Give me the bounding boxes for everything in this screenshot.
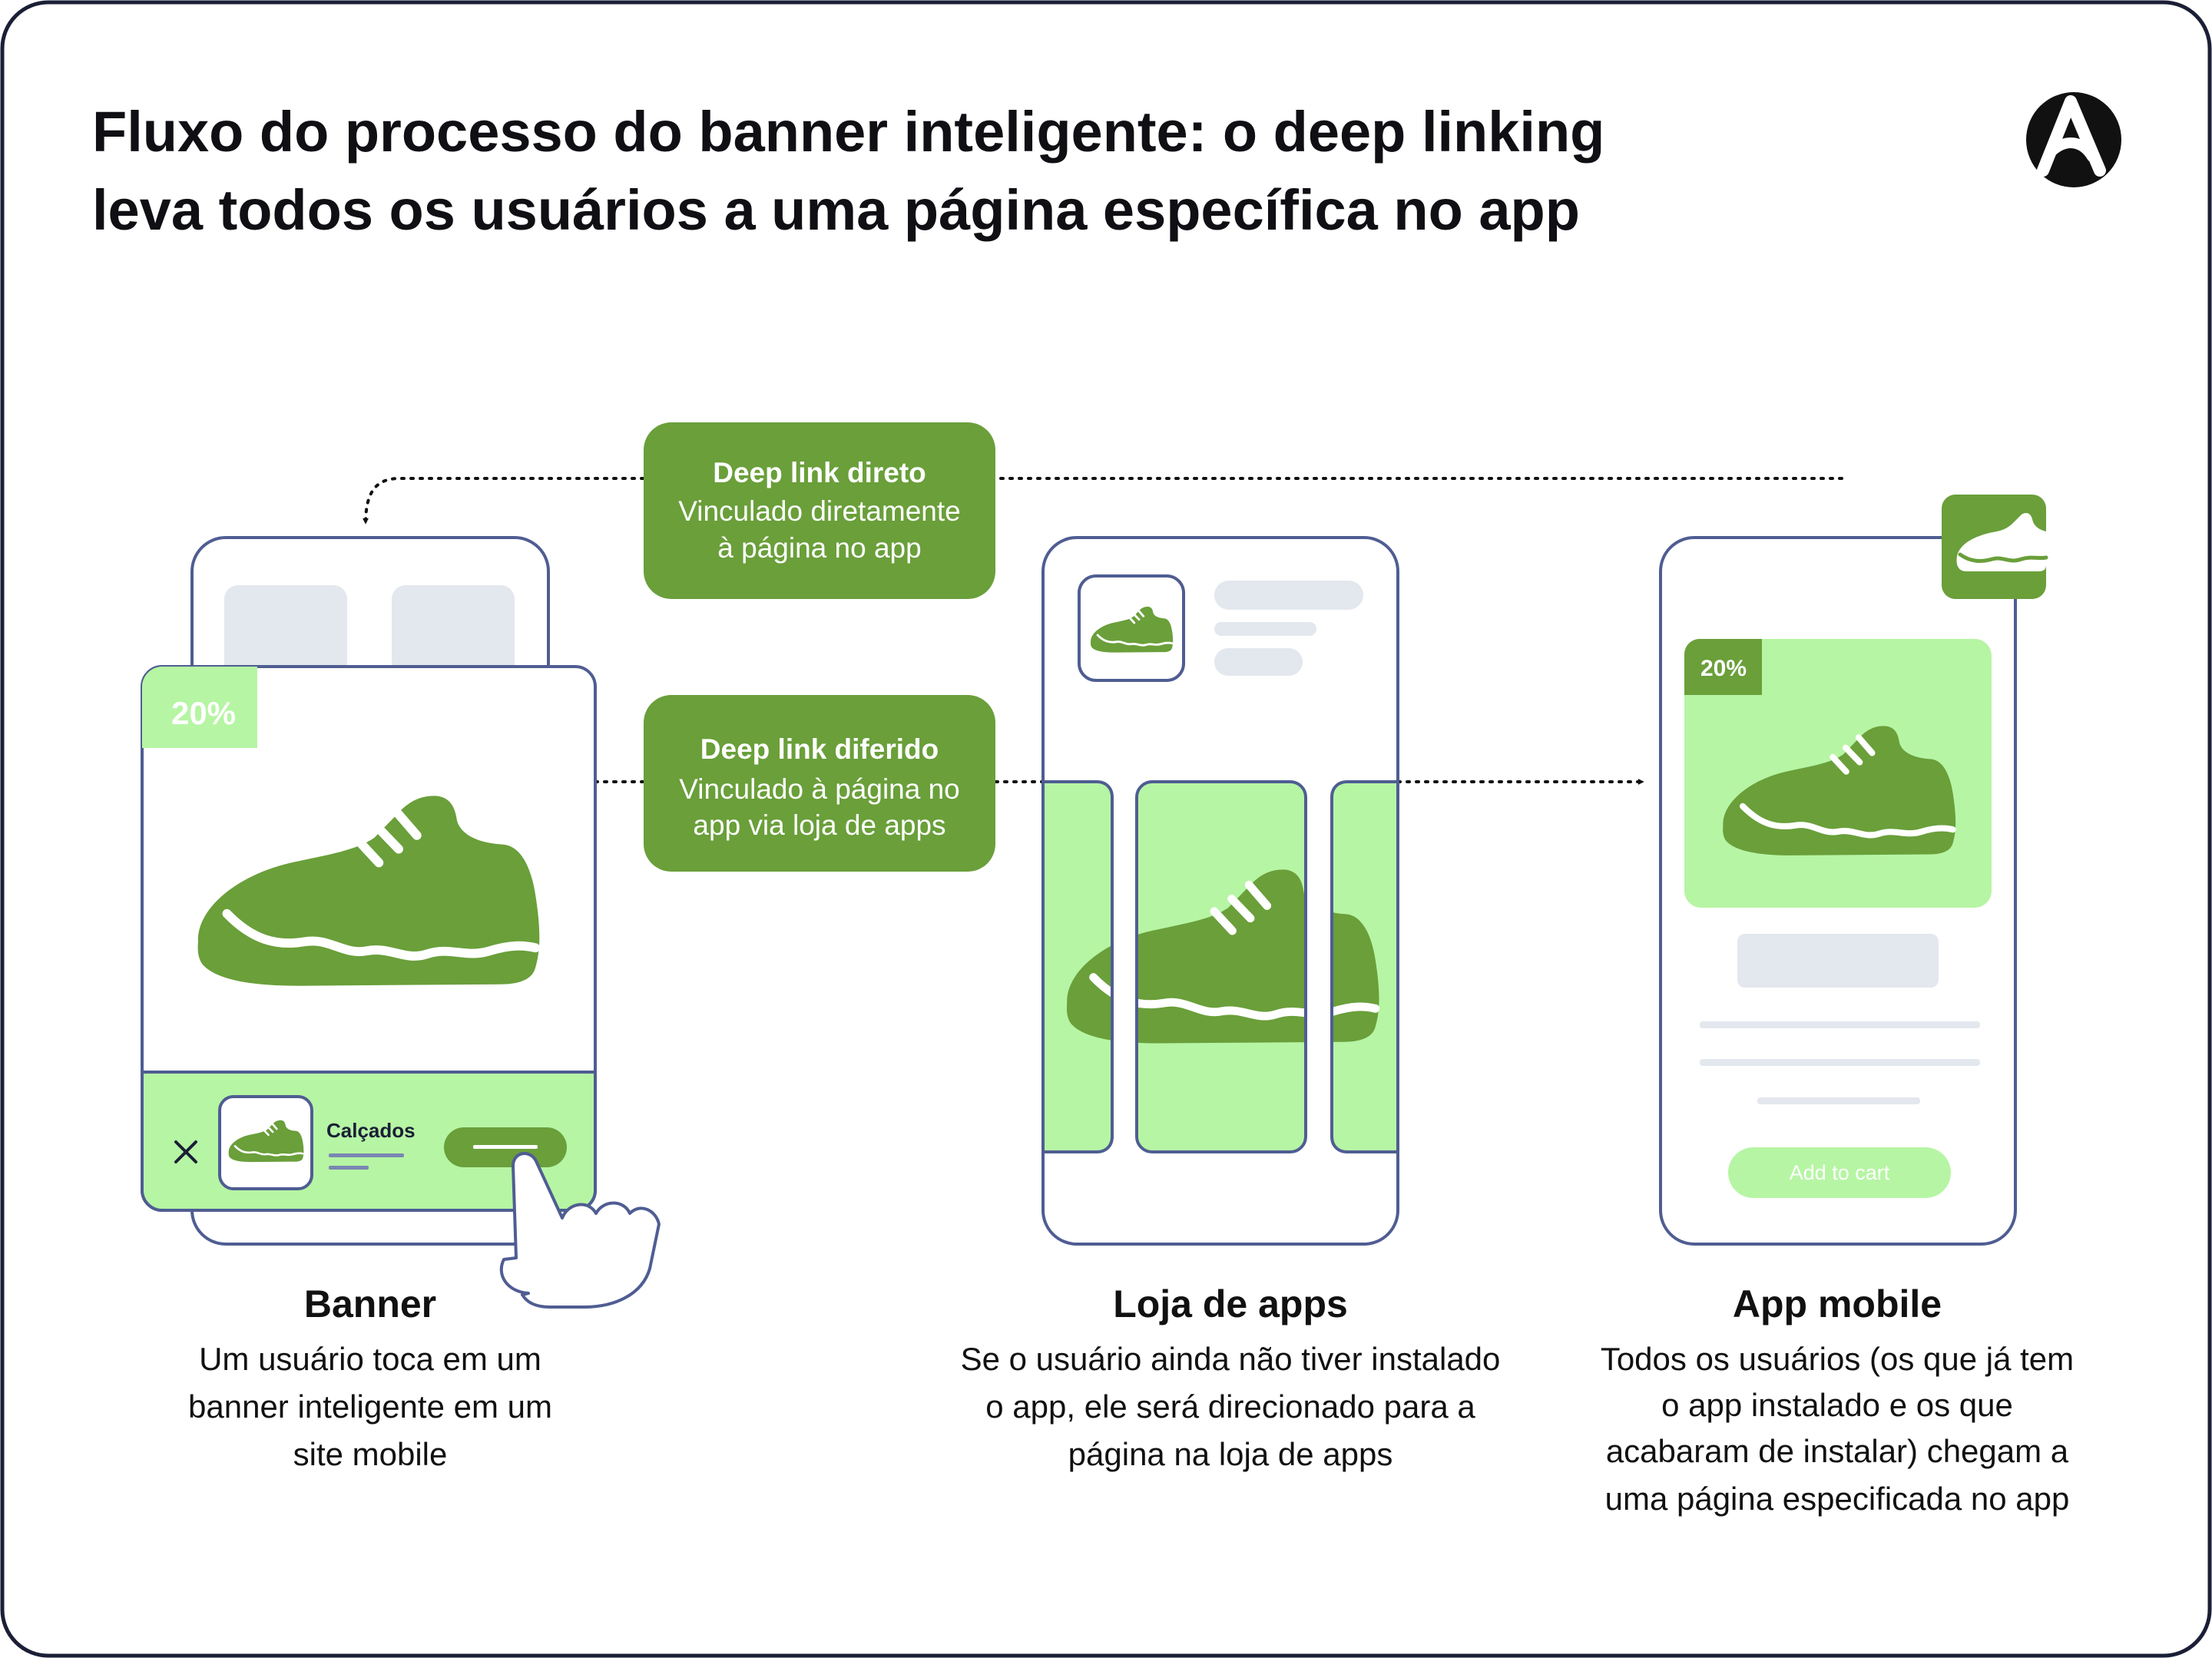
- store-caption-line: página na loja de apps: [1068, 1436, 1393, 1472]
- app-text-placeholder: [1700, 1059, 1980, 1066]
- app-store-phone: [1041, 536, 1399, 1246]
- app-caption-title: App mobile: [1733, 1282, 1942, 1325]
- store-caption-title: Loja de apps: [1113, 1282, 1348, 1325]
- banner-text-placeholder: [329, 1153, 404, 1157]
- store-caption: Loja de apps Se o usuário ainda não tive…: [961, 1282, 1501, 1472]
- tap-hand-icon: [499, 1152, 661, 1309]
- direct-deep-link-line-1: Vinculado diretamente: [678, 495, 961, 527]
- app-discount-label: 20%: [1700, 656, 1747, 681]
- close-icon[interactable]: [174, 1140, 197, 1163]
- add-to-cart-label: Add to cart: [1790, 1161, 1890, 1184]
- deferred-deep-link-heading: Deep link diferido: [700, 733, 939, 765]
- banner-open-button-line: [473, 1145, 538, 1149]
- app-launcher-shoe-icon: [1956, 513, 2048, 571]
- banner-caption: Banner Um usuário toca em um banner inte…: [188, 1282, 552, 1472]
- store-caption-line: Se o usuário ainda não tiver instalado: [961, 1341, 1501, 1377]
- store-text-placeholder: [1214, 622, 1316, 636]
- store-caption-line: o app, ele será direcionado para a: [985, 1388, 1475, 1425]
- banner-caption-line: Um usuário toca em um: [199, 1341, 541, 1377]
- app-caption-line: o app instalado e os que: [1661, 1387, 2013, 1423]
- direct-deep-link-heading: Deep link direto: [713, 457, 926, 488]
- store-text-placeholder: [1214, 581, 1363, 610]
- banner-caption-line: site mobile: [293, 1436, 448, 1472]
- mobile-app-phone: 20% Add to cart: [1659, 495, 2048, 1246]
- banner-phone: 20% Calçados: [141, 536, 661, 1309]
- app-discount-tag: [1684, 639, 1762, 695]
- app-caption-line: Todos os usuários (os que já tem: [1601, 1341, 2074, 1377]
- deferred-deep-link-line-1: Vinculado à página no: [679, 773, 960, 805]
- app-title-placeholder: [1737, 934, 1939, 988]
- app-caption-line: uma página especificada no app: [1605, 1481, 2070, 1517]
- app-caption: App mobile Todos os usuários (os que já …: [1601, 1282, 2074, 1517]
- app-caption-line: acabaram de instalar) chegam a: [1606, 1433, 2069, 1469]
- banner-caption-title: Banner: [304, 1282, 436, 1325]
- store-screenshot-carousel[interactable]: [1041, 780, 1399, 1153]
- deferred-deep-link-box: Deep link diferido Vinculado à página no…: [644, 695, 995, 872]
- banner-product-label: Calçados: [326, 1119, 416, 1142]
- banner-caption-line: banner inteligente em um: [188, 1388, 552, 1425]
- store-text-placeholder: [1214, 648, 1303, 676]
- app-text-placeholder: [1757, 1097, 1920, 1104]
- add-to-cart-button[interactable]: [1728, 1147, 1951, 1198]
- direct-deep-link-line-2: à página no app: [717, 532, 921, 564]
- app-text-placeholder: [1700, 1021, 1980, 1028]
- store-screenshot-gap: [1307, 845, 1330, 1075]
- page-title-line-2: leva todos os usuários a uma página espe…: [92, 178, 1580, 242]
- brand-a-icon: [2026, 92, 2121, 187]
- deferred-deep-link-line-2: app via loja de apps: [693, 809, 945, 841]
- direct-link-connector: [363, 477, 1843, 525]
- banner-text-placeholder: [329, 1166, 369, 1170]
- direct-deep-link-box: Deep link direto Vinculado diretamente à…: [644, 422, 995, 599]
- store-screenshot-gap: [1114, 845, 1135, 1075]
- banner-discount-tag: [142, 667, 257, 748]
- banner-discount-label: 20%: [171, 695, 236, 731]
- page-title-line-1: Fluxo do processo do banner inteligente:…: [92, 100, 1604, 164]
